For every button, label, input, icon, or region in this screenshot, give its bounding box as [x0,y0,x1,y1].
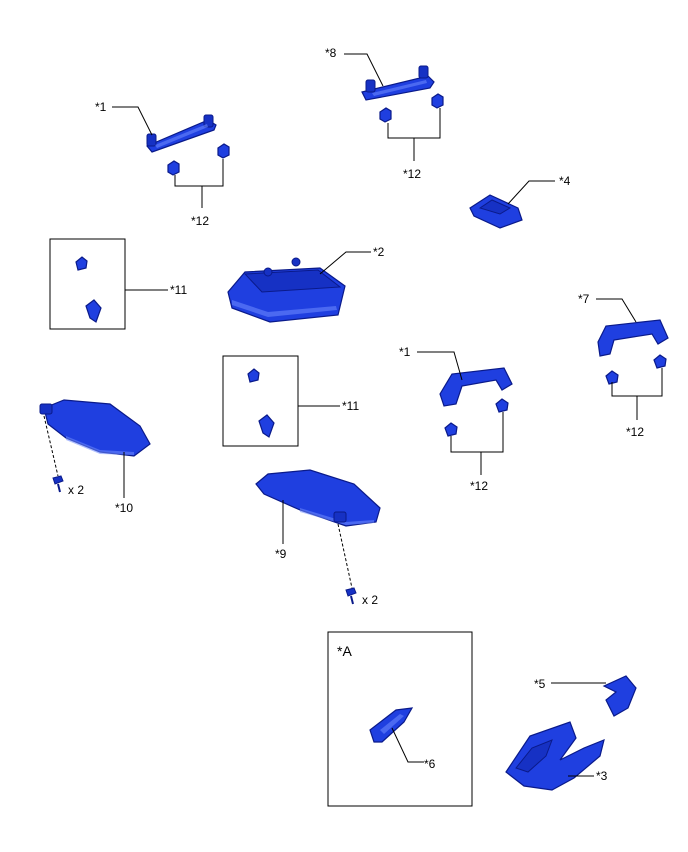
overhead-console-2 [227,257,346,323]
label-4: *4 [559,174,571,188]
label-3: *3 [596,769,608,783]
label-12-top-right: *12 [403,167,421,181]
label-1-top: *1 [95,100,107,114]
label-9: *9 [275,547,287,561]
assist-grip-8 [361,65,435,101]
box-11-mid [222,355,299,447]
label-1-right: *1 [399,345,411,359]
clip-pair-far-right [605,354,667,385]
inset-label-A: *A [337,643,352,659]
label-12-top-left: *12 [191,214,209,228]
assist-grip-7 [597,319,669,357]
sun-visor-10 [39,399,151,457]
label-10: *10 [115,501,133,515]
label-11-mid: *11 [342,399,359,413]
label-11-left: *11 [170,283,187,297]
label-7: *7 [578,292,590,306]
map-lamp-4 [469,194,523,229]
qty-left: x 2 [68,483,84,497]
label-5: *5 [534,677,546,691]
label-2: *2 [373,245,385,259]
label-12-far-right: *12 [626,425,644,439]
part-6 [369,707,414,743]
clip-11-mid [247,368,275,438]
box-11-left [49,238,126,330]
sun-visor-9 [255,469,381,527]
qty-mid: x 2 [362,593,378,607]
part-3 [505,721,605,791]
inset-box-A [327,631,473,807]
assist-grip-1-top [146,114,217,153]
clip-pair-top-left [167,143,230,176]
label-6: *6 [424,757,436,771]
part-5 [602,675,637,717]
assist-grip-1-right [439,367,513,407]
label-12-right-mid: *12 [470,479,488,493]
clip-11-left [75,256,102,323]
clip-pair-right-mid [444,398,509,437]
clip-pair-top-right [379,93,444,123]
label-8: *8 [325,46,337,60]
screw-icon-left [52,475,64,493]
screw-icon-mid [345,587,357,605]
